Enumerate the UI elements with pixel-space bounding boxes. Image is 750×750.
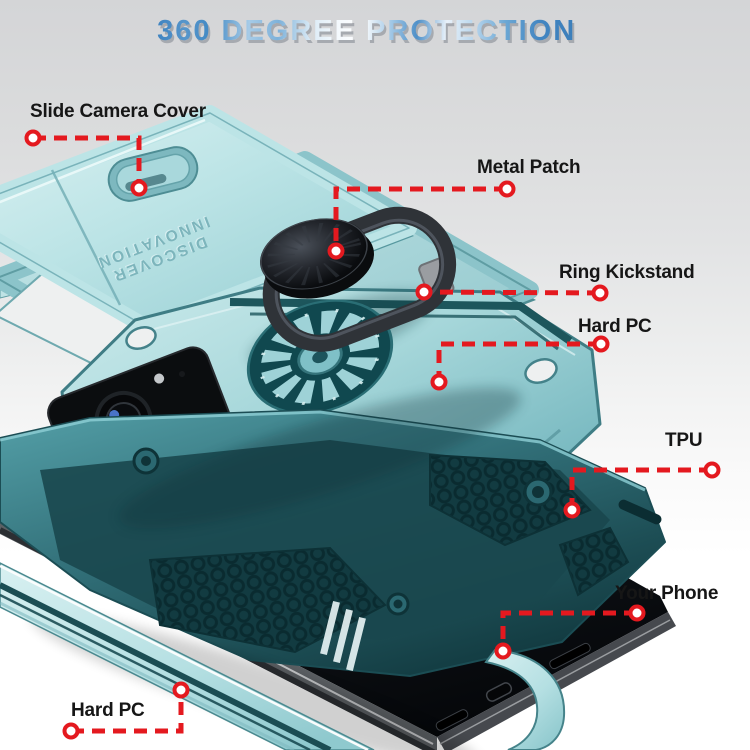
callout-endpoints <box>24 129 721 740</box>
label-hard-pc-front: Hard PC <box>71 700 145 721</box>
phone-ports <box>435 642 591 731</box>
callout-line-hard-pc-front <box>71 690 184 734</box>
callout-line-slide-camera-cover <box>33 135 142 188</box>
label-tpu: TPU <box>665 430 703 451</box>
label-metal-patch: Metal Patch <box>477 157 581 178</box>
callout-line-metal-patch <box>333 186 507 251</box>
label-slide-camera-cover: Slide Camera Cover <box>30 101 206 122</box>
page-title: 360 DEGREE PROTECTION <box>157 15 577 47</box>
label-hard-pc-back: Hard PC <box>578 316 652 337</box>
callout-line-your-phone <box>500 610 637 651</box>
callout-line-tpu <box>569 467 712 510</box>
label-your-phone: Your Phone <box>615 583 719 604</box>
label-ring-kickstand: Ring Kickstand <box>559 262 695 283</box>
tpu-layer <box>0 387 666 677</box>
callout-line-ring-kickstand <box>423 289 601 296</box>
front-frame-corner-piece <box>484 648 566 750</box>
tpu-details <box>132 447 662 672</box>
callout-line-hard-pc-back <box>436 341 601 382</box>
honeycomb-patches <box>148 453 630 654</box>
metal-patch-disc <box>259 218 374 299</box>
hard-pc-front-frame <box>0 562 375 750</box>
